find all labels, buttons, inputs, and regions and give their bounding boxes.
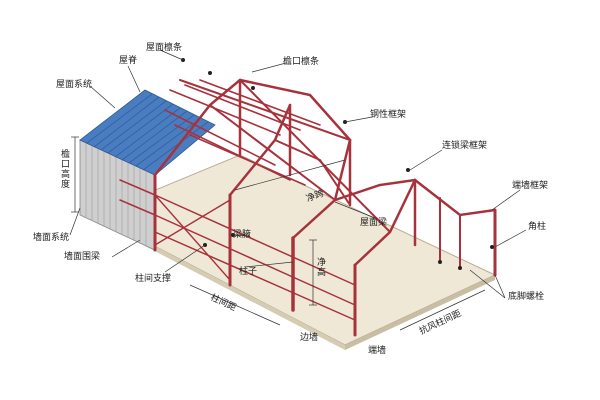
end-wall-frame-label: 端墙框架 xyxy=(512,181,549,191)
wall-girt-label: 墙面围梁 xyxy=(64,252,101,262)
side-wall-label: 边墙 xyxy=(300,333,319,343)
roof-panel-ribs xyxy=(86,93,209,171)
floor-edge xyxy=(95,215,345,350)
roof-purlin-label: 屋面檩条 xyxy=(146,43,183,53)
eave-height-label: 檐口高度 xyxy=(60,150,70,190)
rigid-frame-label: 钢性框架 xyxy=(370,110,407,120)
steel-frame xyxy=(119,78,497,337)
leader-lines xyxy=(69,49,527,299)
dimension-lines xyxy=(71,136,486,331)
base-bolt-label: 底脚螺栓 xyxy=(508,292,545,302)
column-label: 柱子 xyxy=(239,267,258,277)
floor-edge-end xyxy=(345,275,495,350)
net-height-label: 净高 xyxy=(316,258,326,278)
corner-column-label: 角柱 xyxy=(528,222,547,232)
roof-beam-label: 屋面梁 xyxy=(360,218,388,228)
beam-haunch-label: 梁腋 xyxy=(233,230,252,240)
end-wall-label: 端墙 xyxy=(368,346,387,356)
eave-label: 屋脊 xyxy=(119,56,138,66)
wall-panel-ribs xyxy=(85,143,147,246)
end-wall-frame xyxy=(413,178,497,217)
bay-bracing-label: 柱间支撑 xyxy=(135,274,172,284)
bolt-markers xyxy=(181,58,494,270)
eave-purlin-label: 檐口檩条 xyxy=(283,57,320,67)
tie-beam-frame-label: 连锁梁框架 xyxy=(442,141,488,151)
bay-bracing xyxy=(154,194,231,281)
roof-system-label: 屋面系统 xyxy=(56,80,93,90)
wall-system-label: 墙面系统 xyxy=(33,233,70,243)
